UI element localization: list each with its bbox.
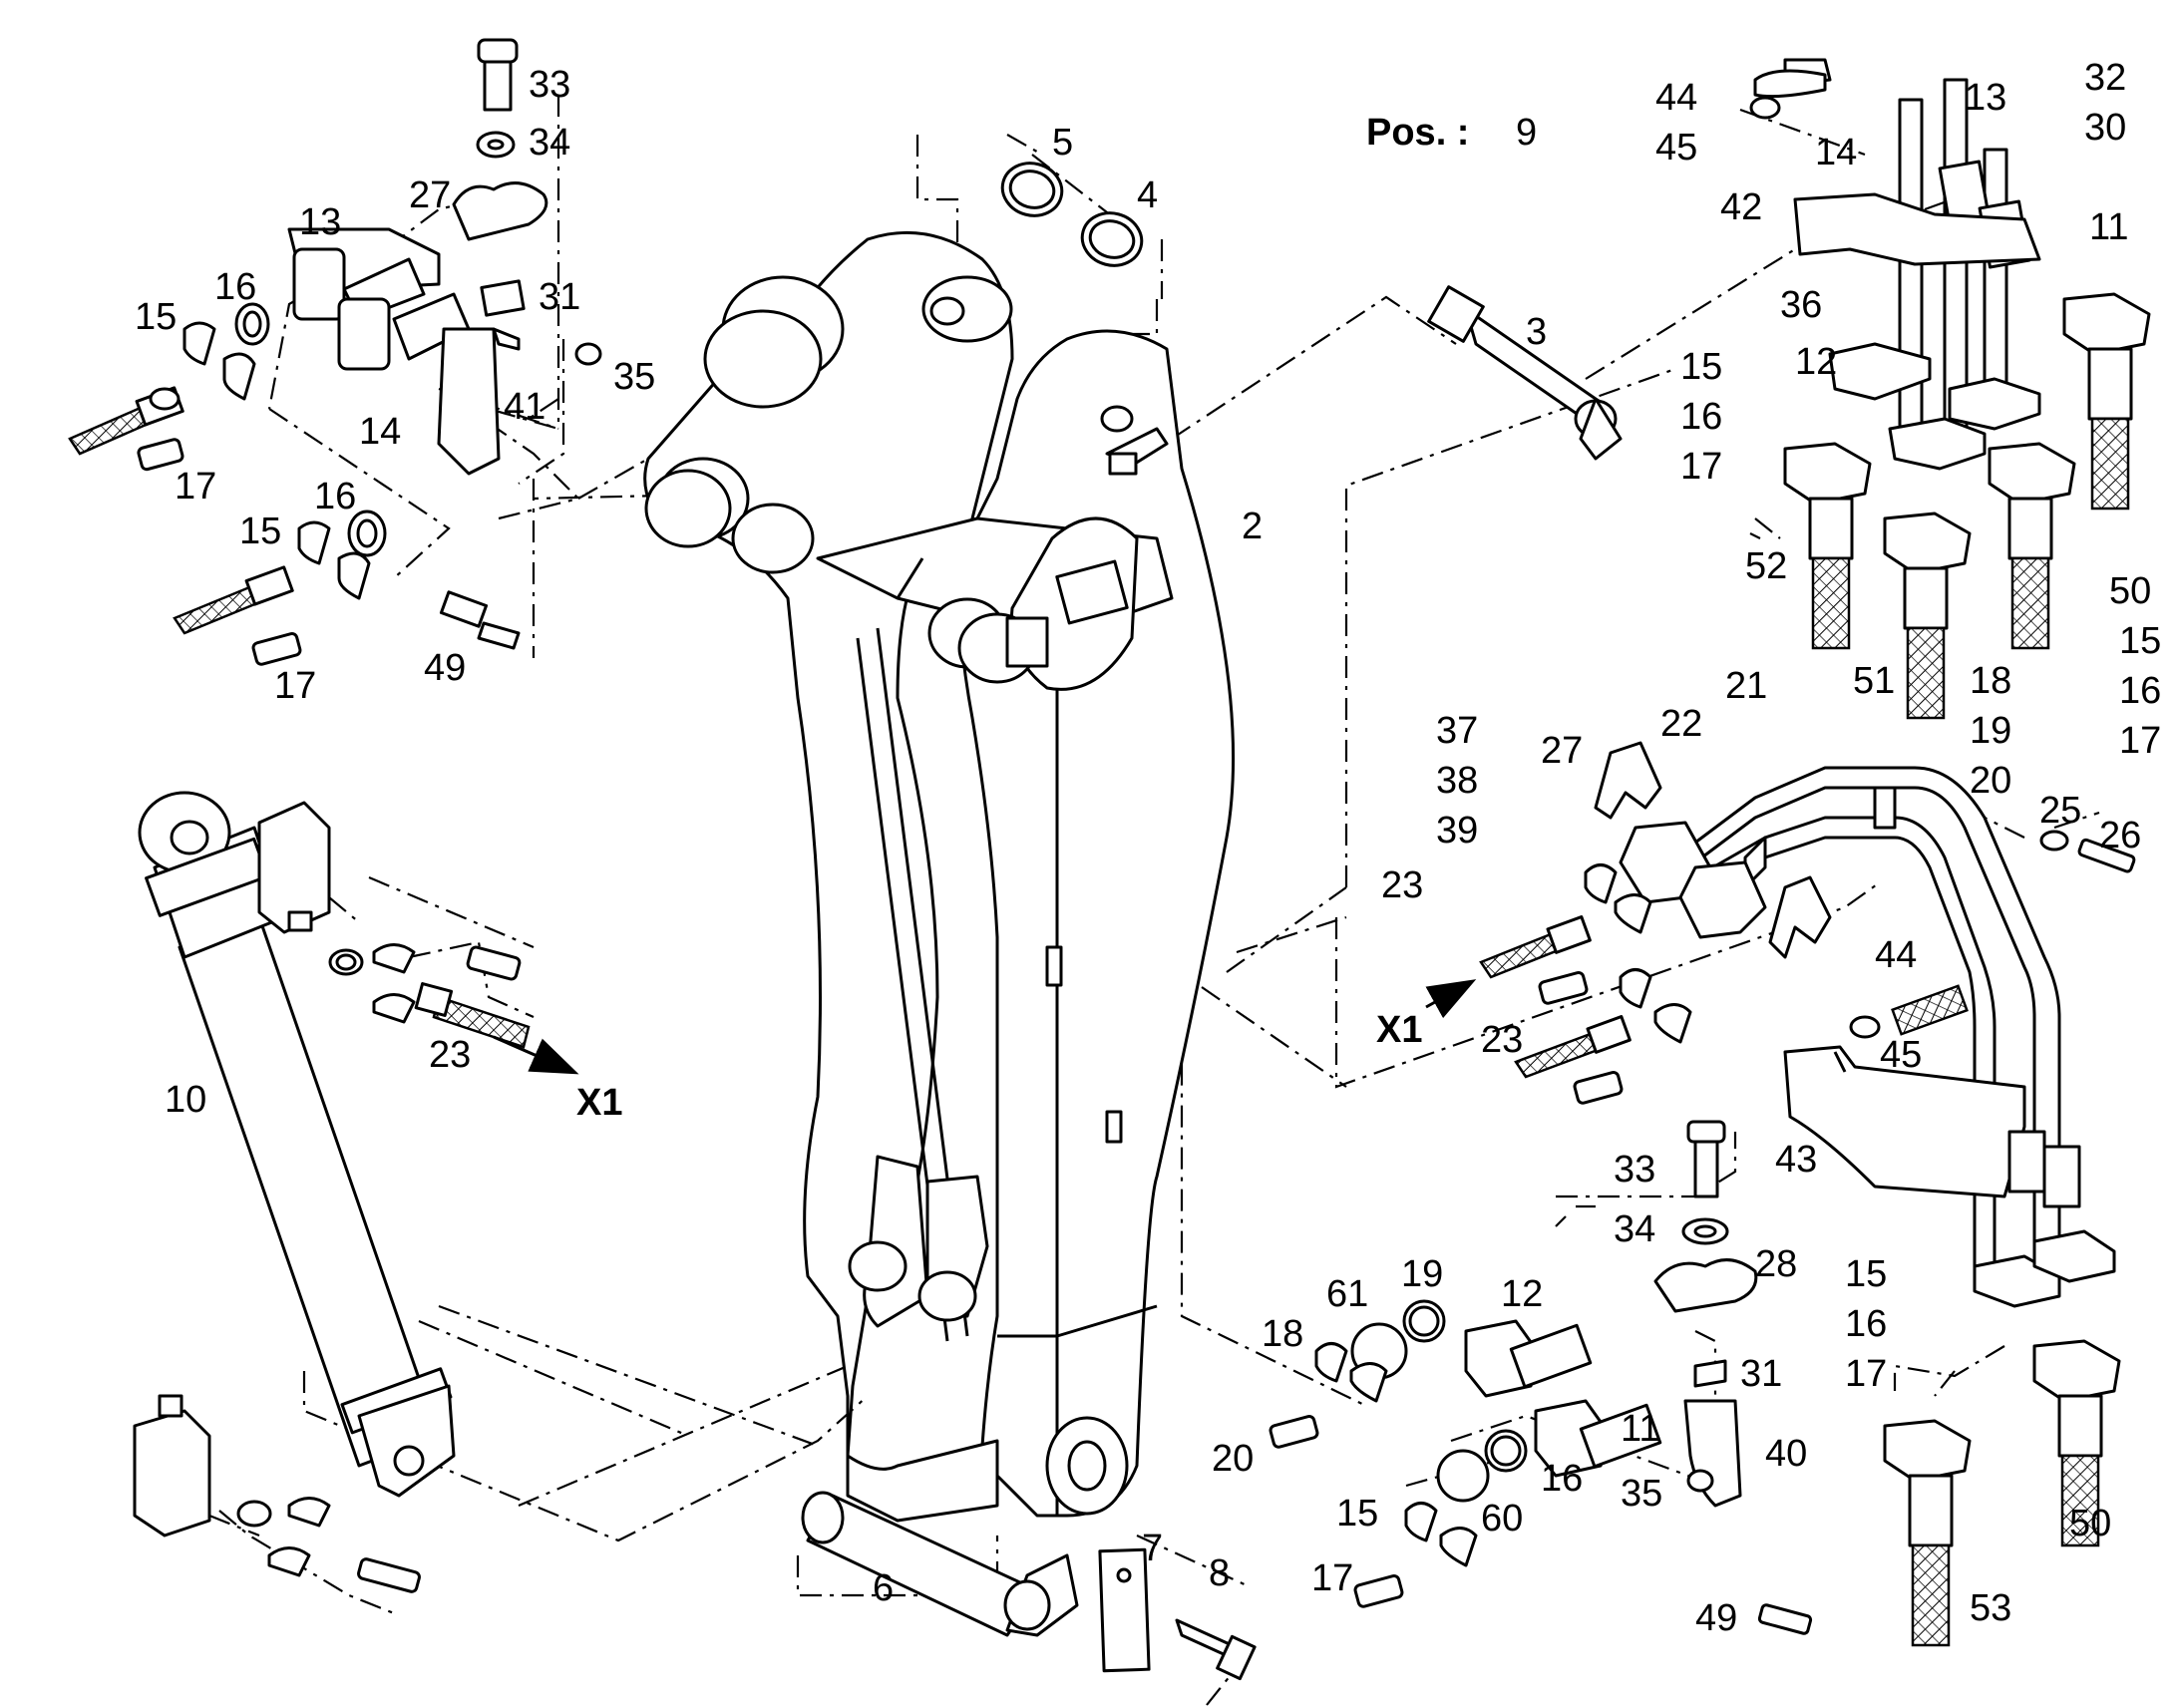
callout: 17 xyxy=(1680,446,1722,488)
callout: 12 xyxy=(1795,341,1837,383)
callout: 16 xyxy=(214,266,256,308)
callout: 13 xyxy=(1965,77,2006,119)
callout: 27 xyxy=(409,174,451,216)
callout: 42 xyxy=(1720,186,1762,228)
pin-6 xyxy=(801,1491,1257,1681)
callout: 15 xyxy=(135,296,177,338)
callout: 49 xyxy=(1695,1597,1737,1639)
callout: 14 xyxy=(359,411,401,453)
right-tube-assembly xyxy=(1425,741,2136,1308)
callout: 17 xyxy=(1845,1353,1887,1395)
callout: 32 xyxy=(2084,57,2126,99)
callout: 16 xyxy=(1680,396,1722,438)
callout: 11 xyxy=(2089,206,2128,248)
callout: 23 xyxy=(1381,864,1423,906)
callout: 31 xyxy=(1740,1353,1782,1395)
callout: 13 xyxy=(299,201,341,243)
callout: 51 xyxy=(1853,660,1895,702)
callout: 44 xyxy=(1875,934,1917,976)
callout: X1 xyxy=(576,1082,622,1124)
callout: 6 xyxy=(873,1567,894,1609)
callout: 10 xyxy=(165,1079,206,1121)
callout: 23 xyxy=(1481,1019,1523,1061)
callout: 19 xyxy=(1401,1253,1443,1295)
callout: 17 xyxy=(274,665,316,707)
callout: 33 xyxy=(529,64,570,106)
pos-value: 9 xyxy=(1516,112,1537,154)
callout: 17 xyxy=(1311,1557,1353,1599)
callout: 2 xyxy=(1242,506,1263,547)
callout: 27 xyxy=(1541,730,1583,772)
callout: 61 xyxy=(1326,1273,1368,1315)
callout: 21 xyxy=(1725,665,1767,707)
callout: 39 xyxy=(1436,810,1478,852)
callout: 40 xyxy=(1765,1433,1807,1475)
callout: 11 xyxy=(1621,1408,1659,1450)
callout: 34 xyxy=(529,122,570,164)
callout: 26 xyxy=(2099,815,2141,856)
pos-label: Pos. : xyxy=(1366,112,1469,154)
callout: 15 xyxy=(239,511,281,552)
upper-right-flanges xyxy=(1783,292,2151,720)
callout: 49 xyxy=(424,647,466,689)
callout: 23 xyxy=(429,1034,471,1076)
callout: 16 xyxy=(2119,670,2161,712)
callout: 14 xyxy=(1815,132,1857,173)
callout: 25 xyxy=(2039,790,2081,832)
boom-arm xyxy=(643,230,1236,1523)
callout: 36 xyxy=(1780,284,1822,326)
callout: 34 xyxy=(1614,1208,1655,1250)
callout: 35 xyxy=(1621,1473,1662,1515)
callout: 8 xyxy=(1209,1552,1230,1594)
callout: 17 xyxy=(2119,720,2161,762)
callout: 60 xyxy=(1481,1498,1523,1539)
seal-rings xyxy=(1000,162,1144,267)
callout: 45 xyxy=(1880,1034,1922,1076)
callout: X1 xyxy=(1376,1009,1422,1051)
callout: 30 xyxy=(2084,107,2126,149)
callout: 35 xyxy=(613,356,655,398)
callout: 15 xyxy=(2119,620,2161,662)
callout: 15 xyxy=(1680,346,1722,388)
callout: 16 xyxy=(314,476,356,517)
callout: 4 xyxy=(1137,174,1158,216)
callout: 20 xyxy=(1970,760,2011,802)
callout: 52 xyxy=(1745,545,1787,587)
lower-middle-fittings xyxy=(1269,1120,1813,1635)
callout: 16 xyxy=(1541,1458,1583,1500)
callout: 28 xyxy=(1755,1243,1797,1285)
callout: 7 xyxy=(1142,1528,1163,1569)
callout: 31 xyxy=(539,276,580,318)
callout: 15 xyxy=(1336,1493,1378,1535)
callout: 44 xyxy=(1655,77,1697,119)
lower-right-flanges xyxy=(1883,1339,2121,1647)
callout: 20 xyxy=(1212,1438,1254,1480)
callout: 17 xyxy=(175,466,216,508)
upper-left-fittings xyxy=(68,38,602,666)
callout: 43 xyxy=(1775,1139,1817,1181)
callout: 18 xyxy=(1262,1313,1303,1355)
callout: 37 xyxy=(1436,710,1478,752)
callout: 50 xyxy=(2109,570,2151,612)
callout: 50 xyxy=(2069,1503,2111,1544)
callout: 41 xyxy=(504,386,545,428)
callout-labels: Pos. : 9 33 34 27 13 16 15 31 35 14 41 1… xyxy=(135,57,2161,1639)
callout: 15 xyxy=(1845,1253,1887,1295)
cylinder-10 xyxy=(133,791,579,1593)
callout: 38 xyxy=(1436,760,1478,802)
callout: 3 xyxy=(1526,311,1547,353)
callout: 19 xyxy=(1970,710,2011,752)
callout: 53 xyxy=(1970,1587,2011,1629)
pin-3 xyxy=(1427,285,1623,461)
callout: 5 xyxy=(1052,122,1073,164)
callout: 33 xyxy=(1614,1149,1655,1191)
callout: 12 xyxy=(1501,1273,1543,1315)
callout: 45 xyxy=(1655,127,1697,169)
callout: 18 xyxy=(1970,660,2011,702)
upper-right-tubes xyxy=(1749,58,2041,471)
callout: 16 xyxy=(1845,1303,1887,1345)
callout: 22 xyxy=(1660,703,1702,745)
